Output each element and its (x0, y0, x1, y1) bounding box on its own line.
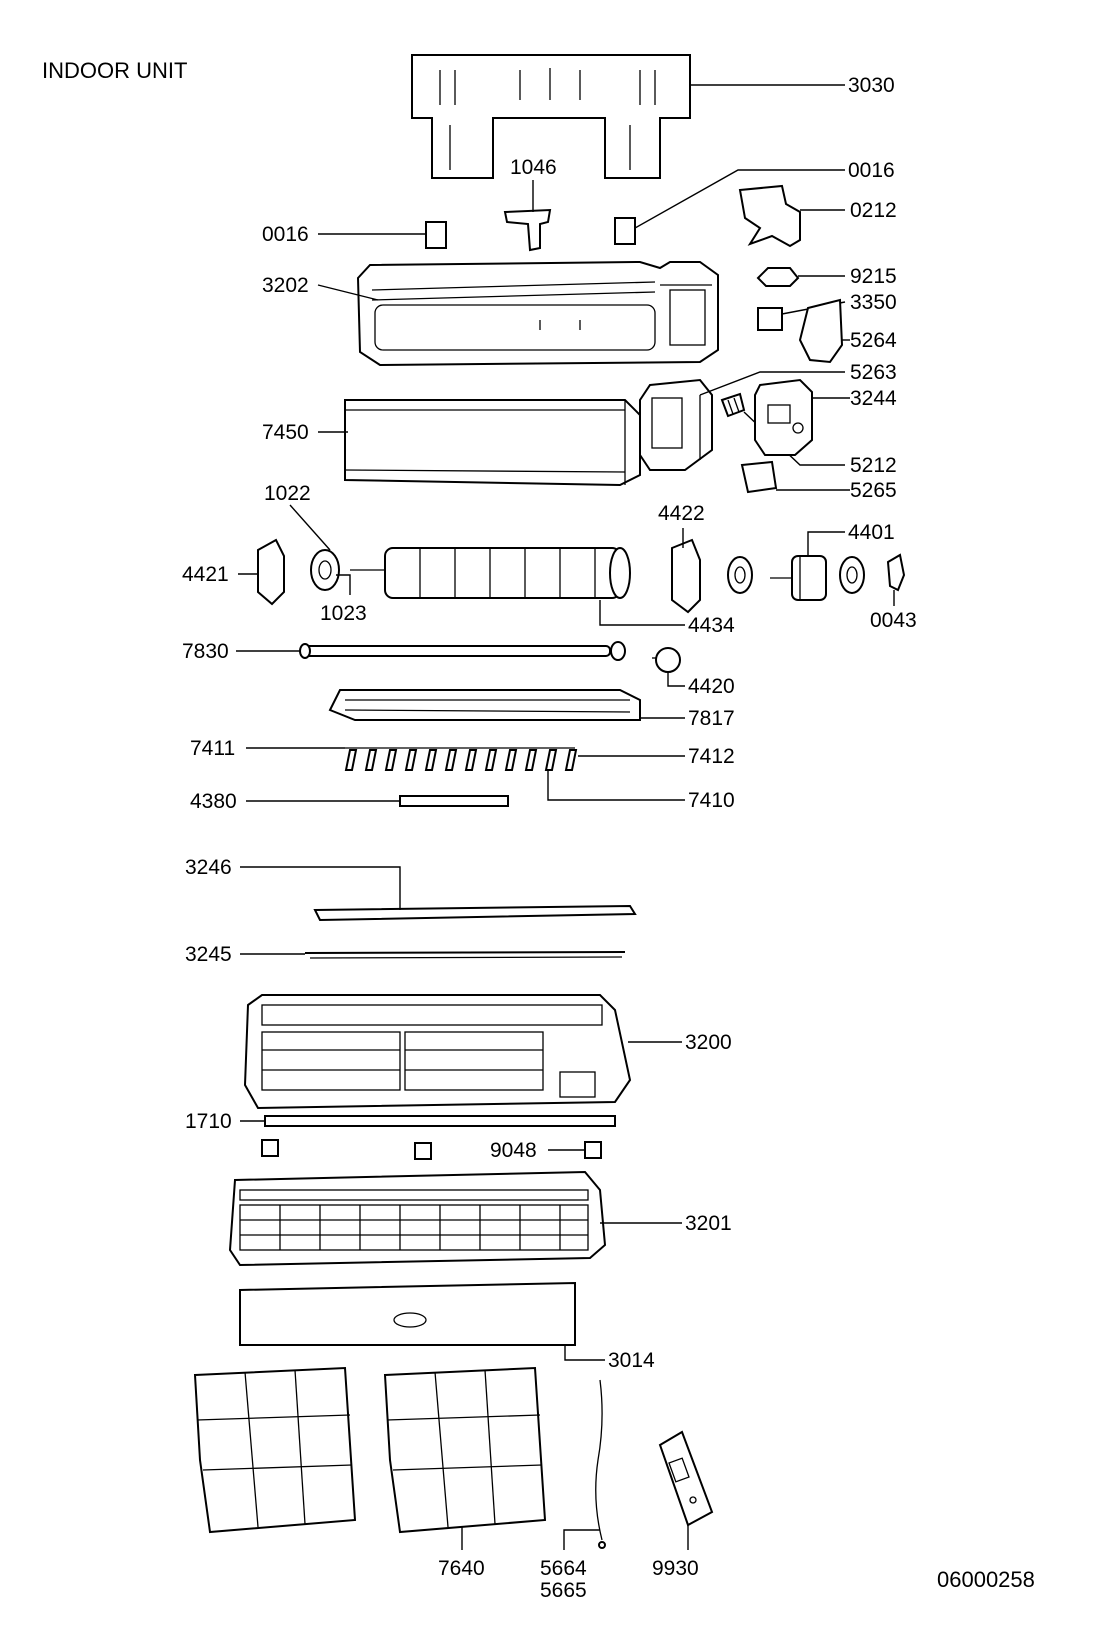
chassis-3202 (356, 260, 719, 367)
mounting-plate-3030 (411, 54, 691, 179)
front-frame-3200 (243, 994, 632, 1110)
label-1023: 1023 (320, 602, 367, 625)
label-4421: 4421 (182, 563, 229, 586)
label-7411: 7411 (190, 737, 235, 760)
label-0212: 0212 (850, 199, 897, 222)
label-9215: 9215 (850, 265, 897, 288)
label-3030: 3030 (848, 74, 895, 97)
motor-holder-4422 (671, 538, 701, 614)
label-0016-right: 0016 (848, 159, 895, 182)
label-4401: 4401 (848, 521, 895, 544)
bearing-1022 (310, 549, 340, 591)
label-1046: 1046 (510, 156, 557, 179)
part-0212 (738, 184, 801, 248)
strip-3246 (313, 904, 637, 922)
step-motor-4420 (652, 647, 681, 673)
label-9930: 9930 (652, 1557, 699, 1580)
fan-motor-4401 (770, 555, 827, 601)
display-4380 (399, 795, 509, 807)
label-5664: 5664 (540, 1557, 587, 1580)
air-filter-left (193, 1366, 357, 1534)
clip-9048-b (414, 1142, 432, 1160)
label-3246: 3246 (185, 856, 232, 879)
label-7817: 7817 (688, 707, 735, 730)
label-5265: 5265 (850, 479, 897, 502)
electrical-box-3244 (754, 378, 813, 456)
label-4422: 4422 (658, 502, 705, 525)
clip-0016-right (614, 217, 636, 245)
label-9048: 9048 (490, 1139, 537, 1162)
remote-control-9930 (658, 1430, 714, 1527)
tangential-fan-4434 (350, 547, 631, 599)
label-3244: 3244 (850, 387, 897, 410)
label-4434: 4434 (688, 614, 735, 637)
clip-9048-c (584, 1141, 602, 1159)
louver-frame-7817 (328, 689, 641, 721)
sensor-cable-5664 (595, 1379, 606, 1549)
label-3350: 3350 (850, 291, 897, 314)
cover-5264 (798, 298, 844, 364)
label-3245: 3245 (185, 943, 232, 966)
clip-0016-left (425, 221, 447, 249)
air-filter-right (383, 1366, 547, 1534)
clamp-9215 (756, 267, 800, 287)
label-1022: 1022 (264, 482, 311, 505)
rubber-mount-right (839, 556, 865, 594)
diagram-title: INDOOR UNIT (42, 58, 188, 83)
strip-1710 (264, 1115, 616, 1127)
part-5265 (740, 460, 778, 494)
clip-9048-a (261, 1139, 279, 1157)
label-0016-left: 0016 (262, 223, 309, 246)
label-7412: 7412 (688, 745, 735, 768)
front-cover-3014 (239, 1281, 576, 1346)
rod-7830 (299, 641, 626, 661)
label-4420: 4420 (688, 675, 735, 698)
label-3202: 3202 (262, 274, 309, 297)
terminal-5212 (720, 392, 746, 418)
label-5212: 5212 (850, 454, 897, 477)
bearing-holder-4421 (257, 538, 285, 606)
label-5263: 5263 (850, 361, 897, 384)
label-3014: 3014 (608, 1349, 655, 1372)
evaporator-7450 (344, 399, 641, 487)
document-number: 06000258 (937, 1567, 1035, 1592)
label-7830: 7830 (182, 640, 229, 663)
bracket-1046 (503, 208, 552, 252)
part-0043 (886, 553, 906, 592)
label-3200: 3200 (685, 1031, 732, 1054)
label-4380: 4380 (190, 790, 237, 813)
label-1710: 1710 (185, 1110, 232, 1133)
label-5665: 5665 (540, 1579, 587, 1602)
strip-3245 (304, 951, 626, 959)
part-3350 (757, 307, 783, 331)
label-7450: 7450 (262, 421, 309, 444)
label-7640: 7640 (438, 1557, 485, 1580)
rubber-mount-left (727, 556, 753, 594)
label-0043: 0043 (870, 609, 917, 632)
label-7410: 7410 (688, 789, 735, 812)
label-3201: 3201 (685, 1212, 732, 1235)
label-5264: 5264 (850, 329, 897, 352)
front-grille-3201 (228, 1170, 607, 1267)
louver-blades-7410 (344, 747, 578, 771)
control-box-5263 (639, 378, 713, 471)
